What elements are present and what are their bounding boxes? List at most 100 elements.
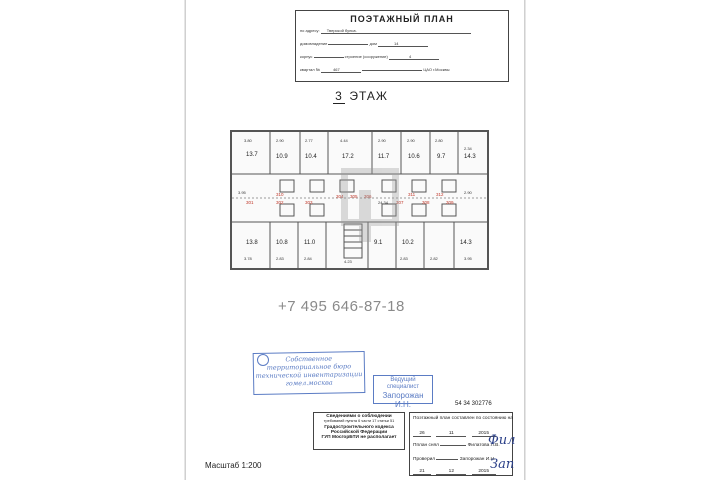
corpus-label: корпус — [300, 54, 313, 59]
stamp-specialist-name: Запорожан И.Н. — [382, 391, 424, 409]
dim-top-1: 3.80 — [244, 138, 252, 143]
signature-box: Поэтажный план составлен по состоянию на… — [409, 412, 516, 476]
building-number: 14 — [394, 41, 399, 46]
stamp-specialist-line1: Ведущий — [390, 377, 416, 383]
room-area-top-3: 10.4 — [305, 154, 317, 160]
room-area-top-1: 13.7 — [246, 152, 258, 158]
dim-bottom-5: 2.83 — [400, 256, 408, 261]
date-row-2: 21 12 2015 — [413, 469, 496, 475]
info-line5: ГУП МосгорБТИ не располагает — [321, 435, 397, 441]
structure-label: строение (сооружение) — [344, 54, 388, 59]
address-value: Тверской бульв. — [326, 28, 357, 33]
floor-heading: 3 ЭТАЖ — [333, 89, 388, 104]
dim-extra-3: 2.90 — [464, 190, 472, 195]
address-row: по адресу: Тверской бульв. — [300, 28, 471, 34]
date1-year: 2015 — [471, 431, 496, 437]
district-label: ЦАО г.Москвы — [423, 67, 450, 72]
date-row-1: 26 11 2015 — [413, 431, 496, 437]
structure-number: 4 — [409, 54, 412, 59]
apartment-303: 303 — [305, 200, 313, 205]
apartment-312: 312 — [436, 192, 444, 197]
watermark-square — [341, 168, 399, 226]
signature-2: Зап — [490, 457, 515, 472]
info-line2: требований пункта 6 части 17 статьи 51 — [323, 419, 395, 424]
phone-watermark: +7 495 646-87-18 — [278, 298, 405, 315]
stamp-specialist-line2: специалист — [386, 384, 420, 390]
floor-label: ЭТАЖ — [349, 89, 388, 103]
corpus-row: корпус строение (сооружение) 4 — [300, 54, 439, 60]
dim-bottom-7: 3.95 — [464, 256, 472, 261]
info-box: Сведениями о соблюдении требований пункт… — [313, 412, 405, 450]
watermark-logo — [341, 168, 399, 242]
stamp-circle-icon — [257, 354, 269, 366]
scale-label: Масштаб 1:200 — [205, 461, 262, 470]
apartment-302: 302 — [276, 200, 284, 205]
date1-month: 11 — [436, 431, 467, 437]
room-area-bottom-6: 14.3 — [460, 240, 472, 246]
dim-bottom-2: 2.83 — [276, 256, 284, 261]
title-block: ПОЭТАЖНЫЙ ПЛАН по адресу: Тверской бульв… — [295, 10, 509, 82]
room-area-bottom-1: 13.8 — [246, 240, 258, 246]
quarter-label: квартал № — [300, 67, 320, 72]
quarter-row: квартал № 467 ЦАО г.Москвы — [300, 67, 450, 73]
address-label: по адресу: — [300, 28, 320, 33]
quarter-number: 467 — [333, 67, 340, 72]
apartment-307: 307 — [396, 200, 404, 205]
plan-author-name: Филатова Л.В. — [467, 443, 500, 448]
sign-box-title: Поэтажный план составлен по состоянию на — [413, 416, 513, 421]
house-row: домовладение дом 14 — [300, 41, 429, 47]
dim-top-6: 2.90 — [407, 138, 415, 143]
watermark-bar — [359, 190, 371, 242]
room-area-bottom-5: 10.2 — [402, 240, 414, 246]
apartment-305: 305 — [350, 194, 358, 199]
apartment-311: 311 — [408, 192, 416, 197]
room-area-top-8: 14.3 — [464, 154, 476, 160]
page-left-edge — [185, 0, 186, 480]
signature-1: Фил — [488, 433, 516, 448]
apartment-310: 310 — [276, 192, 284, 197]
dim-top-2: 2.90 — [276, 138, 284, 143]
dim-extra-1: 3.95 — [238, 190, 246, 195]
dim-top-3: 2.77 — [305, 138, 313, 143]
dim-top-4: 4.44 — [340, 138, 348, 143]
info-line1: Сведениями о соблюдении — [326, 414, 392, 419]
floor-plan-drawing — [232, 132, 487, 268]
checked-row: Проверил Запорожан И.Н. — [413, 457, 495, 462]
document-title: ПОЭТАЖНЫЙ ПЛАН — [350, 14, 454, 24]
checked-label: Проверил — [413, 457, 436, 462]
page-right-edge — [524, 0, 525, 480]
stamp-bti: Собственное территориальное бюро техниче… — [252, 351, 366, 395]
dim-top-8: 2.34 — [464, 146, 472, 151]
info-line3: Градостроительного кодекса — [324, 424, 394, 430]
stamp-specialist: Ведущий специалист Запорожан И.Н. — [373, 375, 433, 409]
apartment-308: 308 — [422, 200, 430, 205]
dim-bottom-4: 4.23 — [344, 259, 352, 264]
room-area-top-6: 10.6 — [408, 154, 420, 160]
info-line4: Российской Федерации — [330, 429, 388, 435]
plan-author-label: Пплан снял — [413, 443, 439, 448]
floor-plan: 3.80 2.90 2.77 4.44 2.90 2.90 2.80 2.34 … — [230, 130, 489, 270]
apartment-306: 306 — [364, 194, 372, 199]
plan-author-row: Пплан снял Филатова Л.В. — [413, 443, 500, 448]
dim-extra-2: 24.34 — [378, 200, 389, 205]
dim-top-7: 2.80 — [435, 138, 443, 143]
apartment-309: 309 — [446, 200, 454, 205]
apartment-301: 301 — [246, 200, 254, 205]
date1-day: 26 — [413, 431, 431, 437]
apartment-304: 304 — [336, 194, 344, 199]
room-area-top-7: 9.7 — [437, 154, 446, 160]
checked-name: Запорожан И.Н. — [459, 457, 496, 462]
room-area-bottom-4: 9.1 — [374, 240, 383, 246]
dim-top-5: 2.90 — [378, 138, 386, 143]
house-label: домовладение — [300, 41, 328, 46]
room-area-bottom-3: 11.0 — [304, 240, 316, 246]
address-value-line: Тверской бульв. — [320, 28, 471, 34]
room-area-top-5: 11.7 — [378, 154, 390, 160]
room-area-bottom-2: 10.8 — [276, 240, 288, 246]
date2-month: 12 — [436, 469, 467, 475]
date2-year: 2015 — [471, 469, 496, 475]
document-page: ПОЭТАЖНЫЙ ПЛАН по адресу: Тверской бульв… — [185, 0, 525, 480]
room-area-top-2: 10.9 — [276, 154, 288, 160]
date2-day: 21 — [413, 469, 431, 475]
room-area-top-4: 17.2 — [342, 154, 354, 160]
